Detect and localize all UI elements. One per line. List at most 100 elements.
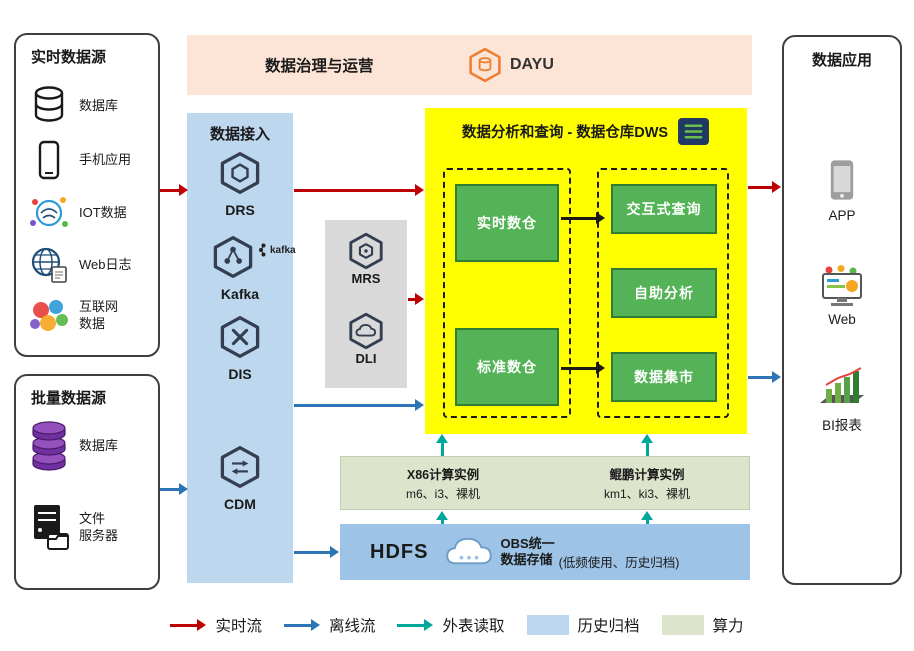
arrow-mrs-to-dws bbox=[408, 293, 424, 305]
data-access-panel: 数据接入 DRS bbox=[187, 113, 296, 583]
arrow-hdfs-to-compute-right bbox=[641, 511, 653, 524]
governance-banner: 数据治理与运营 DAYU bbox=[187, 35, 752, 95]
mrs-dli-panel: MRS DLI bbox=[325, 220, 407, 388]
realtime-flow-arrow-icon bbox=[170, 619, 207, 631]
kafka-wordmark-icon bbox=[259, 243, 266, 257]
app-item-bi-report: BI报表 bbox=[784, 365, 900, 434]
app-label: BI报表 bbox=[822, 418, 862, 433]
arrow-access-to-dws bbox=[294, 399, 424, 411]
app-label: APP bbox=[828, 208, 856, 223]
arrow-compute-to-dws-left bbox=[436, 434, 448, 456]
legend-compute-power: 算力 bbox=[661, 614, 744, 636]
service-dli: DLI bbox=[325, 312, 407, 366]
service-mrs: MRS bbox=[325, 232, 407, 286]
governance-title: 数据治理与运营 bbox=[265, 58, 374, 75]
compute-instances-panel: X86计算实例 m6、i3、裸机 鲲鹏计算实例 km1、ki3、裸机 bbox=[340, 456, 750, 510]
mobile-icon bbox=[26, 140, 72, 180]
arrow-hdfs-to-compute-left bbox=[436, 511, 448, 524]
legend-label: 外表读取 bbox=[442, 618, 505, 635]
app-item-web: Web bbox=[784, 265, 900, 327]
hdfs-obs-storage-panel: HDFS OBS统一 数据存储 (低频使用、历史归档) bbox=[340, 524, 750, 580]
external-read-arrow-icon bbox=[397, 619, 434, 631]
x86-title: X86计算实例 bbox=[406, 468, 480, 482]
web-monitor-icon bbox=[822, 265, 862, 306]
module-interactive-query: 交互式查询 bbox=[611, 184, 717, 234]
realtime-sources-panel: 实时数据源 数据库 手机应用 bbox=[14, 33, 160, 357]
dws-title-row: 数据分析和查询 - 数据仓库DWS bbox=[425, 108, 747, 146]
dws-title: 数据分析和查询 - 数据仓库DWS bbox=[461, 125, 669, 141]
source-label: Web日志 bbox=[79, 256, 132, 272]
cdm-icon bbox=[220, 445, 260, 489]
legend: 实时流 离线流 外表读取 历史归档 算力 bbox=[0, 614, 914, 636]
app-item-app: APP bbox=[784, 157, 900, 223]
source-batch-database: 数据库 bbox=[26, 416, 154, 476]
service-kafka: kafka Kafka bbox=[187, 235, 296, 302]
dayu-logo: DAYU bbox=[467, 47, 554, 83]
arrow-standard-dw-to-mart bbox=[561, 362, 605, 374]
dws-warehouse-group: 实时数仓 标准数仓 bbox=[443, 168, 571, 418]
data-applications-title: 数据应用 bbox=[811, 52, 872, 69]
dis-icon bbox=[220, 315, 260, 359]
service-dis: DIS bbox=[187, 315, 293, 382]
mrs-icon bbox=[349, 232, 383, 270]
app-phone-icon bbox=[830, 160, 854, 200]
app-label: Web bbox=[828, 312, 856, 327]
kafka-icon bbox=[213, 235, 253, 279]
source-label: IOT数据 bbox=[79, 204, 127, 220]
obs-note: (低频使用、历史归档) bbox=[558, 556, 680, 570]
kunpeng-title: 鲲鹏计算实例 bbox=[609, 468, 685, 482]
service-name: DLI bbox=[355, 351, 377, 366]
dayu-icon bbox=[469, 47, 501, 83]
arrow-realtime-dw-to-query bbox=[561, 212, 605, 224]
drs-icon bbox=[220, 151, 260, 195]
obs-cloud-icon bbox=[446, 537, 493, 565]
dws-query-group: 交互式查询 自助分析 数据集市 bbox=[597, 168, 729, 418]
source-label: 数据库 bbox=[79, 97, 119, 113]
module-data-mart: 数据集市 bbox=[611, 352, 717, 402]
source-web-log: Web日志 bbox=[26, 240, 154, 290]
source-file-server: 文件 服务器 bbox=[26, 498, 154, 558]
source-iot-data: IOT数据 bbox=[26, 188, 154, 238]
data-applications-panel: 数据应用 APP Web bbox=[782, 35, 902, 585]
arrow-drs-to-dws bbox=[294, 184, 424, 196]
service-name: DRS bbox=[225, 202, 255, 218]
internet-data-icon bbox=[26, 299, 72, 333]
compute-power-swatch-icon bbox=[661, 615, 704, 635]
source-label: 数据库 bbox=[79, 437, 119, 453]
batch-sources-panel: 批量数据源 数据库 bbox=[14, 374, 160, 590]
source-database: 数据库 bbox=[26, 81, 154, 131]
file-server-icon bbox=[26, 503, 72, 553]
module-realtime-dw: 实时数仓 bbox=[455, 184, 559, 262]
service-name: DIS bbox=[228, 366, 252, 382]
arrow-cdm-to-hdfs bbox=[294, 546, 339, 558]
legend-external-read: 外表读取 bbox=[397, 614, 505, 636]
legend-label: 实时流 bbox=[215, 618, 262, 635]
database-icon bbox=[26, 85, 72, 127]
hdfs-label: HDFS bbox=[370, 540, 429, 563]
source-label: 互联网 数据 bbox=[79, 299, 119, 331]
dli-icon bbox=[349, 312, 383, 350]
web-log-icon bbox=[26, 246, 72, 284]
dws-document-icon bbox=[678, 117, 710, 146]
arrow-realtime-src-to-access bbox=[160, 184, 188, 196]
service-drs: DRS bbox=[187, 151, 293, 218]
kunpeng-compute-block: 鲲鹏计算实例 km1、ki3、裸机 bbox=[545, 457, 749, 509]
dws-analysis-panel: 数据分析和查询 - 数据仓库DWS 实时数仓 标准数仓 交互式查询 自助分析 数… bbox=[425, 108, 747, 434]
arrow-dws-to-bi bbox=[748, 371, 781, 383]
legend-label: 算力 bbox=[712, 618, 744, 635]
dayu-label: DAYU bbox=[510, 56, 554, 73]
legend-label: 历史归档 bbox=[577, 618, 640, 635]
source-internet-data: 互联网 数据 bbox=[26, 291, 154, 341]
data-access-title: 数据接入 bbox=[209, 126, 270, 143]
module-standard-dw: 标准数仓 bbox=[455, 328, 559, 406]
history-archive-swatch-icon bbox=[526, 615, 569, 635]
iot-icon bbox=[26, 195, 72, 231]
x86-detail: m6、i3、裸机 bbox=[405, 487, 480, 501]
source-label: 文件 服务器 bbox=[79, 511, 119, 543]
arrow-compute-to-dws-right bbox=[641, 434, 653, 456]
database-purple-icon bbox=[26, 418, 72, 474]
obs-title: OBS统一 数据存储 bbox=[500, 535, 555, 567]
source-mobile-app: 手机应用 bbox=[26, 135, 154, 185]
x86-compute-block: X86计算实例 m6、i3、裸机 bbox=[341, 457, 545, 509]
